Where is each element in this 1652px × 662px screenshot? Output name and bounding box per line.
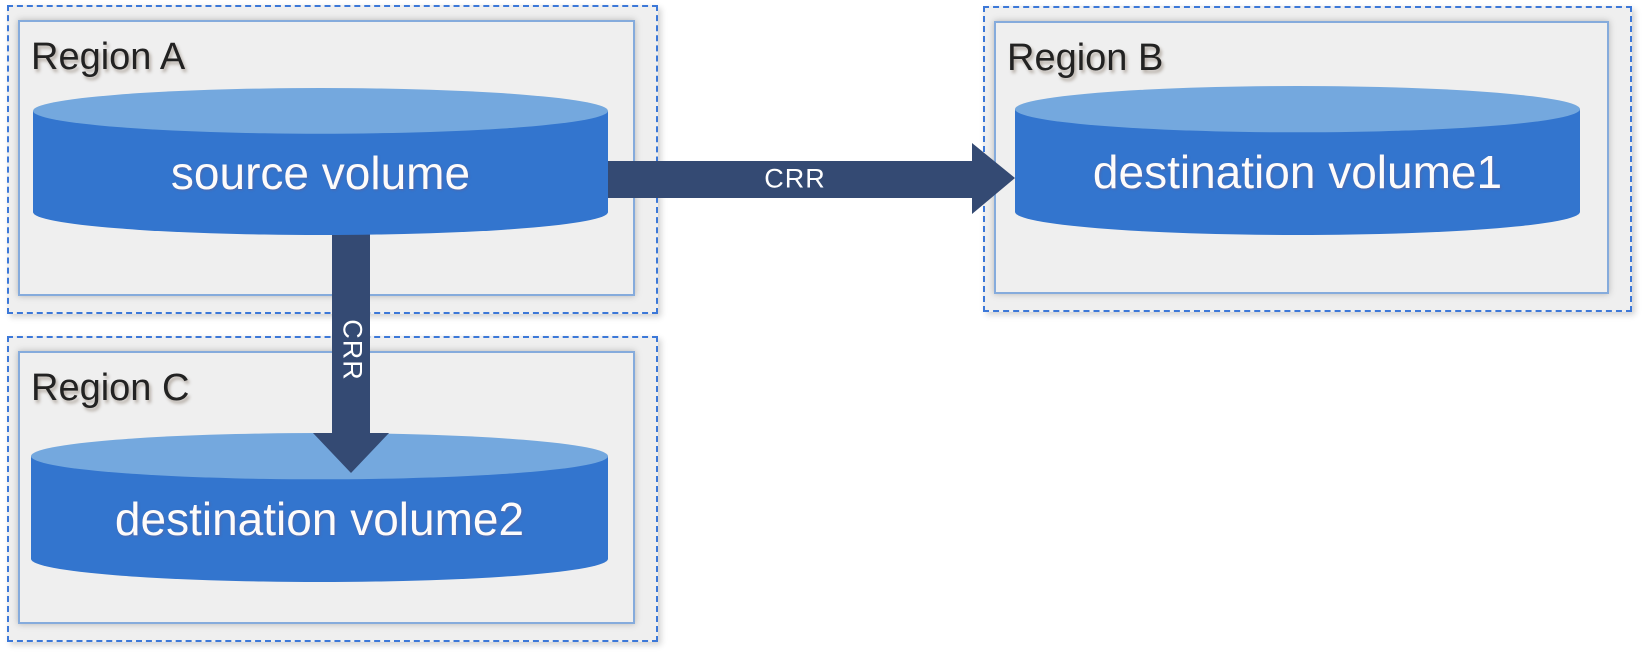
source-volume-cylinder: source volume [33, 88, 608, 235]
source-volume-label: source volume [170, 146, 471, 199]
region-a-label: Region A [31, 36, 186, 78]
cylinder-shape-icon [1015, 86, 1580, 235]
destination-volume2-label: destination volume2 [114, 492, 525, 545]
region-b-label: Region B [1007, 37, 1164, 79]
region-c-label: Region C [31, 367, 190, 409]
destination-volume1-label: destination volume1 [1092, 145, 1503, 198]
destination-volume2-cylinder: destination volume2 [31, 433, 608, 582]
destination-volume1-cylinder: destination volume1 [1015, 86, 1580, 235]
cylinder-shape-icon [33, 88, 608, 235]
crr-label-vertical: CRR [337, 319, 368, 381]
crr-label-horizontal: CRR [764, 163, 826, 194]
